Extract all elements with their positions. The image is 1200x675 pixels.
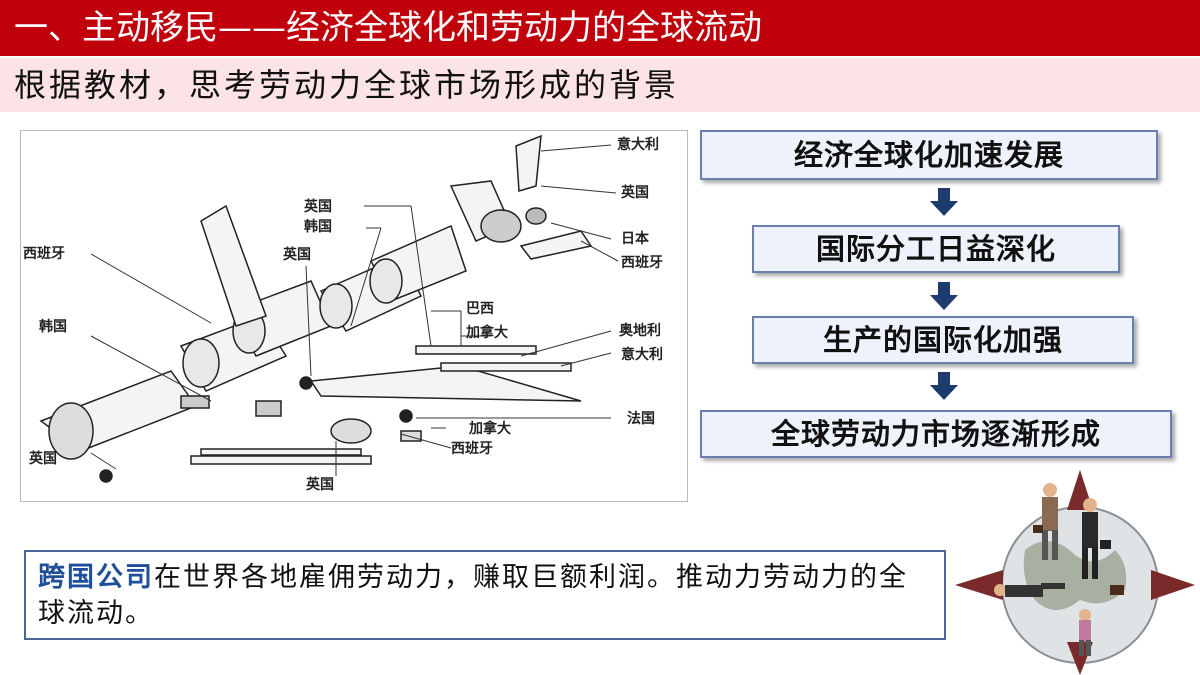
label-korea-1: 韩国 bbox=[304, 219, 332, 235]
label-uk-left: 英国 bbox=[29, 451, 57, 467]
arrow-down-icon bbox=[930, 372, 958, 400]
note-text: 在世界各地雇佣劳动力，赚取巨额利润。推动力劳动力的全球流动。 bbox=[38, 562, 908, 629]
wing-panel-1 bbox=[415, 345, 537, 355]
label-spain-left: 西班牙 bbox=[23, 246, 65, 262]
business-person-4 bbox=[1079, 609, 1091, 656]
label-italy-top: 意大利 bbox=[617, 137, 659, 153]
label-korea-2: 韩国 bbox=[39, 319, 67, 335]
global-workers-illustration bbox=[955, 470, 1195, 675]
landing-gear-3 bbox=[99, 469, 113, 483]
label-canada-1: 加拿大 bbox=[466, 325, 508, 341]
label-france: 法国 bbox=[627, 411, 655, 427]
wing-panel-2 bbox=[440, 362, 572, 372]
nose-cone bbox=[48, 402, 94, 460]
flow-step-4: 全球劳动力市场逐渐形成 bbox=[700, 410, 1172, 458]
label-uk-1: 英国 bbox=[304, 199, 332, 215]
slide-subtitle: 根据教材，思考劳动力全球市场形成的背景 bbox=[0, 58, 1200, 112]
label-italy-2: 意大利 bbox=[621, 347, 663, 363]
business-person-1 bbox=[1033, 483, 1058, 560]
business-person-3 bbox=[994, 583, 1065, 597]
aircraft-parts-diagram: 意大利 英国 日本 西班牙 英国 韩国 西班牙 英国 巴西 加拿大 韩国 奥地利… bbox=[20, 130, 688, 502]
label-spain-bottom: 西班牙 bbox=[451, 441, 493, 457]
note-box: 跨国公司在世界各地雇佣劳动力，赚取巨额利润。推动力劳动力的全球流动。 bbox=[24, 550, 946, 640]
flow-step-2: 国际分工日益深化 bbox=[752, 225, 1120, 273]
horizontal-stabilizer bbox=[519, 230, 593, 260]
flap-strip-1 bbox=[190, 455, 372, 465]
label-uk-2: 英国 bbox=[283, 247, 311, 263]
arrow-down-icon bbox=[930, 282, 958, 310]
landing-gear-2 bbox=[399, 409, 413, 423]
label-uk-bottom: 英国 bbox=[306, 477, 334, 493]
label-uk-tail: 英国 bbox=[621, 185, 649, 201]
label-austria: 奥地利 bbox=[619, 323, 661, 339]
arrow-down-icon bbox=[930, 188, 958, 216]
note-highlight: 跨国公司 bbox=[38, 562, 154, 593]
flap-strip-2 bbox=[200, 448, 362, 456]
label-japan: 日本 bbox=[621, 231, 649, 247]
slide-title: 一、主动移民——经济全球化和劳动力的全球流动 bbox=[0, 0, 1200, 56]
label-brazil: 巴西 bbox=[466, 301, 494, 317]
landing-gear-1 bbox=[299, 376, 313, 390]
business-person-2 bbox=[1082, 498, 1111, 579]
flow-step-3: 生产的国际化加强 bbox=[752, 316, 1134, 364]
flow-step-1: 经济全球化加速发展 bbox=[700, 130, 1158, 180]
tail-top-fin bbox=[515, 134, 542, 192]
aircraft-drawing bbox=[39, 134, 619, 483]
label-spain-tail: 西班牙 bbox=[621, 255, 663, 271]
main-wing bbox=[309, 365, 582, 402]
engine-pod bbox=[330, 418, 372, 444]
label-canada-2: 加拿大 bbox=[469, 421, 511, 437]
vertical-stabilizer bbox=[200, 204, 267, 327]
tail-engine bbox=[480, 209, 522, 243]
